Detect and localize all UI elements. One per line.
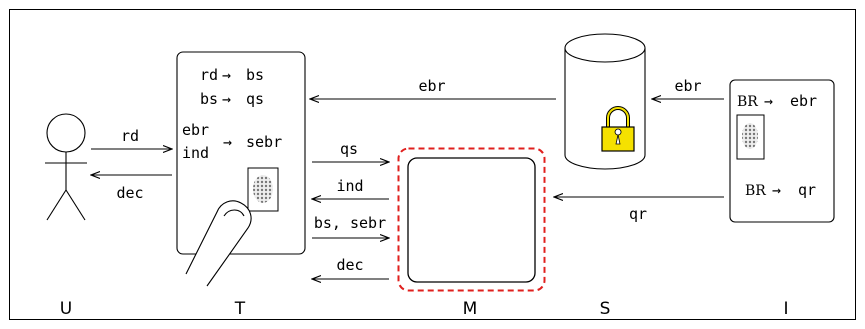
module-dashed-border xyxy=(397,147,546,292)
fingerprint-photo-icon xyxy=(736,114,765,160)
terminal-rule-3: ebr ind → sebr xyxy=(182,121,282,162)
svg-text:→: → xyxy=(222,66,231,84)
label-u: U xyxy=(60,299,72,319)
outer-frame xyxy=(9,9,856,320)
arrow-label-qs: qs xyxy=(340,140,358,158)
module-box xyxy=(407,157,536,283)
arrow-label-qr: qr xyxy=(629,205,647,223)
issuer-rule-2: BR → qr xyxy=(745,181,816,199)
terminal-rule-2: bs → qs xyxy=(200,90,264,108)
svg-text:ebr: ebr xyxy=(182,121,209,139)
svg-text:BR: BR xyxy=(745,183,766,199)
arrow-label-ebr-issuer: ebr xyxy=(674,77,701,95)
arrow-label-dec: dec xyxy=(116,184,143,202)
user-stick-figure-icon xyxy=(45,113,87,221)
svg-text:rd: rd xyxy=(200,66,218,84)
label-m: M xyxy=(463,299,478,319)
svg-text:→: → xyxy=(223,133,232,151)
issuer-rule-1: BR → ebr xyxy=(737,92,817,110)
arrow-label-rd: rd xyxy=(121,127,139,145)
svg-text:qr: qr xyxy=(798,181,816,199)
label-t: T xyxy=(234,299,246,319)
svg-text:sebr: sebr xyxy=(246,133,282,151)
arrow-label-ebr-server: ebr xyxy=(418,77,445,95)
arrow-label-bs-sebr: bs, sebr xyxy=(314,214,386,232)
arrow-label-dec-module: dec xyxy=(336,256,363,274)
svg-text:qs: qs xyxy=(246,90,264,108)
padlock-icon xyxy=(601,106,635,152)
svg-text:bs: bs xyxy=(200,90,218,108)
svg-text:→: → xyxy=(772,181,781,199)
svg-text:ebr: ebr xyxy=(790,92,817,110)
svg-text:→: → xyxy=(222,90,231,108)
fingerprint-icon xyxy=(247,167,279,212)
finger-icon xyxy=(185,200,252,287)
terminal-rule-1: rd → bs xyxy=(200,66,264,84)
svg-text:BR: BR xyxy=(737,94,758,110)
label-i: I xyxy=(783,299,788,319)
arrow-label-ind: ind xyxy=(336,177,363,195)
label-s: S xyxy=(600,299,611,319)
svg-text:bs: bs xyxy=(246,66,264,84)
svg-text:→: → xyxy=(764,92,773,110)
svg-text:ind: ind xyxy=(182,144,209,162)
